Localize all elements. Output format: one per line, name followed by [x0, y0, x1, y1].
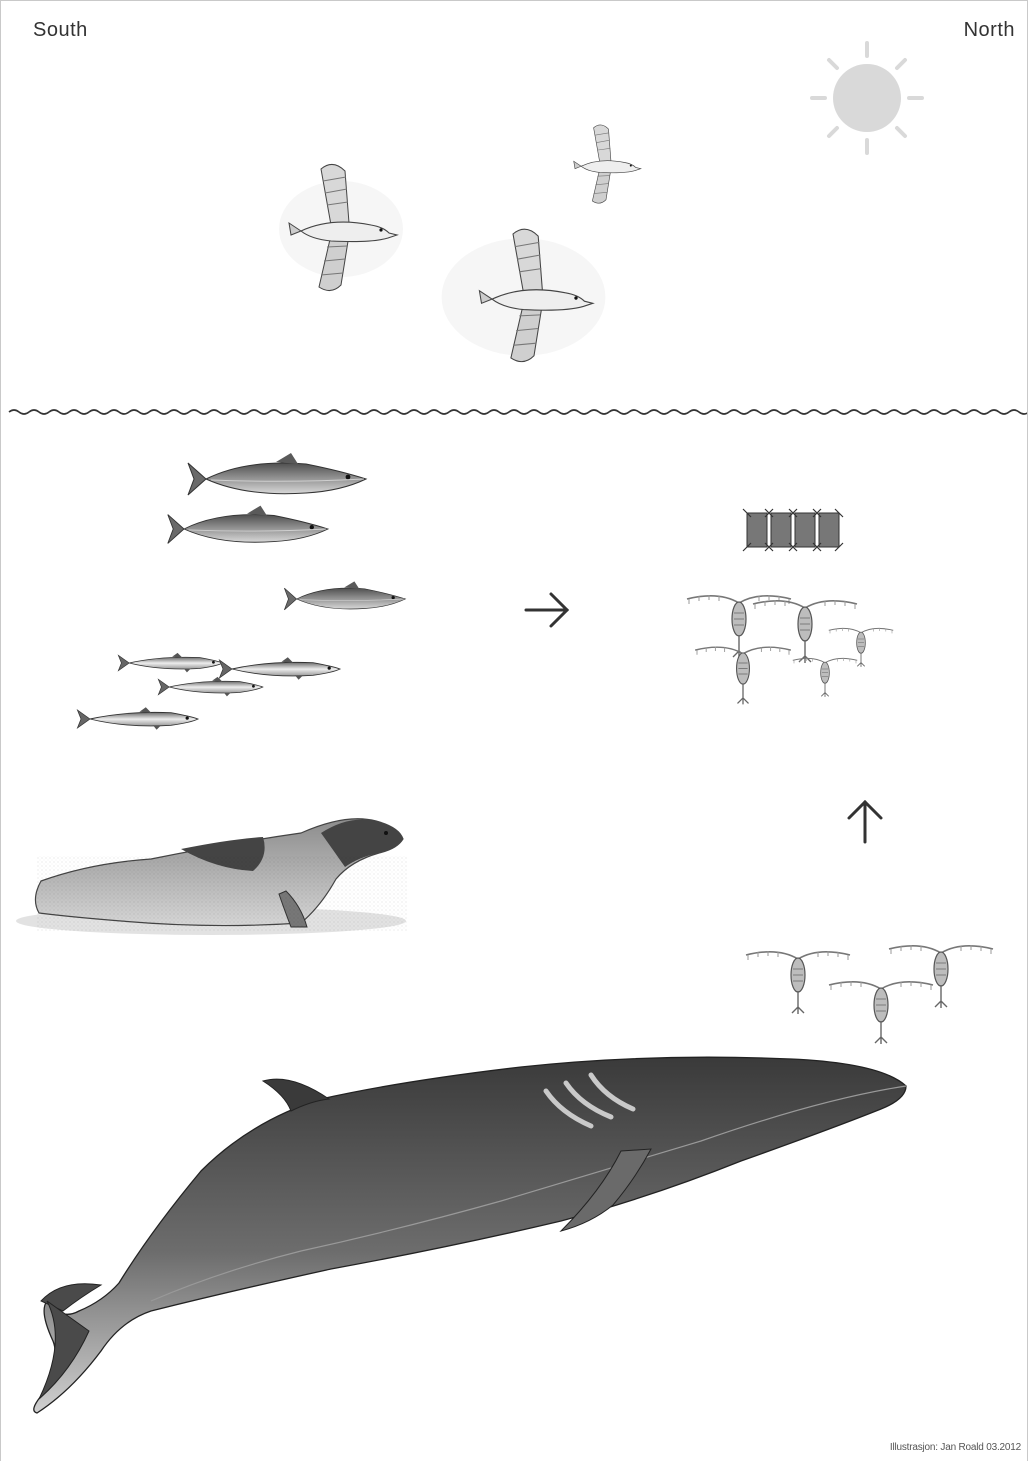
sun-icon: [812, 43, 922, 153]
capelin-icon: [118, 653, 223, 673]
water-surface-line: [9, 410, 1028, 414]
north-label: North: [964, 19, 1015, 42]
arrow-right-icon: [526, 594, 567, 626]
copepod-icon: [753, 600, 857, 663]
copepod-icon: [829, 628, 893, 667]
south-label: South: [33, 19, 88, 42]
copepod-icon: [746, 951, 850, 1014]
copepod-icon: [829, 981, 933, 1044]
seal-icon: [16, 819, 407, 935]
illustration-credit: Illustrasjon: Jan Roald 03.2012: [890, 1442, 1021, 1453]
copepod-icon: [695, 646, 791, 704]
herring-icon: [188, 453, 366, 495]
herring-icon: [284, 581, 405, 610]
seabird-icon: [279, 164, 403, 290]
capelin-icon: [158, 677, 263, 697]
seabird-icon: [442, 229, 606, 361]
seabird-icon: [574, 125, 641, 203]
herring-icon: [168, 506, 328, 544]
capelin-icon: [219, 657, 340, 680]
copepod-icon: [793, 658, 857, 697]
copepod-icon: [889, 945, 993, 1008]
arrow-up-icon: [849, 802, 881, 842]
capelin-icon: [77, 707, 198, 730]
diatom-chain-icon: [743, 509, 843, 551]
whale-icon: [31, 1051, 931, 1421]
